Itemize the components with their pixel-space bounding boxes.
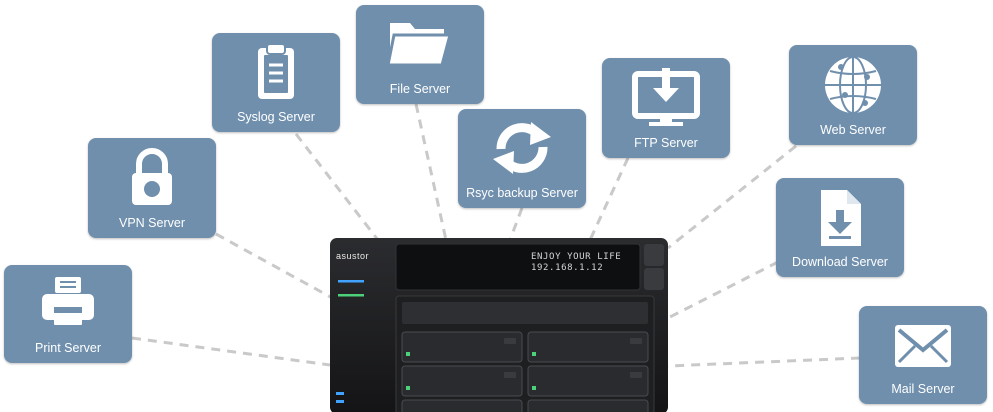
connector-file xyxy=(414,103,448,241)
connector-vpn xyxy=(215,232,337,302)
nas-device xyxy=(330,238,668,412)
tile-download-server[interactable]: Download Server xyxy=(776,178,904,277)
tile-label: VPN Server xyxy=(119,216,185,230)
tile-rsync-backup-server[interactable]: Rsyc backup Server xyxy=(458,109,586,208)
connector-print xyxy=(131,336,331,367)
nas-side-button-bottom xyxy=(644,268,664,290)
connector-mail xyxy=(667,356,861,368)
connector-syslog xyxy=(294,133,380,241)
sync-arrows-icon xyxy=(458,117,586,179)
printer-icon xyxy=(4,273,132,329)
connector-rsync xyxy=(508,207,524,241)
tile-web-server[interactable]: Web Server xyxy=(789,45,917,145)
drive-bay xyxy=(527,399,649,412)
drive-bay xyxy=(527,365,649,397)
lcd-line-2: 192.168.1.12 xyxy=(531,263,604,273)
lcd-line-1: ENJOY YOUR LIFE xyxy=(531,252,622,262)
tile-label: Download Server xyxy=(792,255,888,269)
tile-mail-server[interactable]: Mail Server xyxy=(859,306,987,404)
tile-label: Rsyc backup Server xyxy=(466,186,578,200)
nas-side-button-top xyxy=(644,244,664,266)
tile-label: File Server xyxy=(389,82,451,96)
drive-bay xyxy=(401,399,523,412)
tile-label: Syslog Server xyxy=(237,110,315,124)
tile-label: Print Server xyxy=(35,341,101,355)
tile-print-server[interactable]: Print Server xyxy=(4,265,132,363)
tile-syslog-server[interactable]: Syslog Server xyxy=(212,33,340,132)
document-download-icon xyxy=(776,186,904,250)
connector-web xyxy=(667,144,797,250)
tile-file-server[interactable]: File Server xyxy=(356,5,484,104)
drive-bay xyxy=(401,331,523,363)
padlock-icon xyxy=(88,146,216,208)
tile-vpn-server[interactable]: VPN Server xyxy=(88,138,216,238)
folder-icon xyxy=(356,13,484,71)
nas-lcd-display: ENJOY YOUR LIFE 192.168.1.12 xyxy=(531,252,621,274)
connector-ftp xyxy=(588,157,630,241)
monitor-download-icon xyxy=(602,66,730,128)
tile-label: Mail Server xyxy=(891,382,955,396)
tile-ftp-server[interactable]: FTP Server xyxy=(602,58,730,158)
drive-bay xyxy=(527,331,649,363)
nas-led-green xyxy=(338,294,364,297)
drive-bay xyxy=(401,365,523,397)
nas-led-blue xyxy=(338,280,364,283)
connector-download xyxy=(667,260,779,320)
nas-brand-logo: asustor xyxy=(336,251,370,261)
tile-label: Web Server xyxy=(820,123,886,137)
tile-label: FTP Server xyxy=(634,136,698,150)
globe-network-icon xyxy=(789,53,917,117)
envelope-icon xyxy=(859,322,987,370)
clipboard-icon xyxy=(212,41,340,103)
